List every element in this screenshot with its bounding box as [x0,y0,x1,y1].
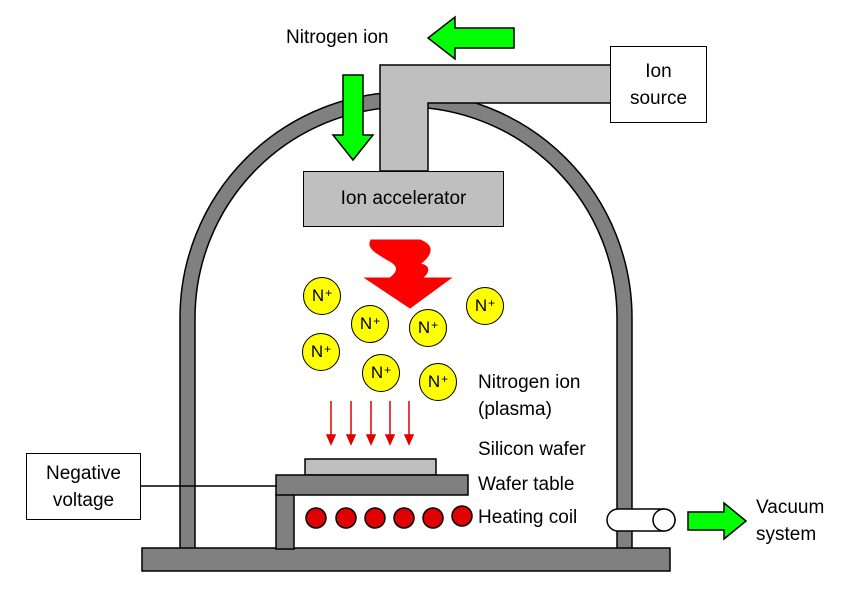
vacuum-arrow-icon [687,501,748,541]
wafer-table-label: Wafer table [478,474,575,495]
nitrogen-ion-particle: N+ [303,277,341,315]
ion-source-box: Ion source [610,46,707,123]
ion-beam-arrow-icon [363,239,453,309]
nitrogen-ion-particle: N+ [466,287,504,325]
ion-flow-down-arrow-icon [331,74,375,162]
nitrogen-ion-particle: N+ [351,305,389,343]
vacuum-system-label: Vacuum system [756,497,825,545]
plasma-label-line1: Nitrogen ion [478,372,581,393]
nitrogen-ion-particle: N+ [302,333,340,371]
ion-accelerator-box: Ion accelerator [303,171,504,227]
silicon-wafer [304,458,437,476]
heating-coil [305,505,473,529]
nitrogen-ion-particle: N+ [362,354,400,392]
base-plate [141,547,671,572]
negative-voltage-label: Negative voltage [46,462,121,511]
nitrogen-ion-particle: N+ [409,309,447,347]
implantation-arrows [325,401,415,446]
ion-source-label: Ion source [629,60,688,109]
ion-flow-left-arrow-icon [426,15,515,61]
nitrogen-ion-label: Nitrogen ion [286,27,389,48]
heating-coil-label: Heating coil [478,507,578,528]
negative-voltage-box: Negative voltage [26,453,141,520]
wafer-table-leg [275,493,295,550]
nitrogen-ion-particle: N+ [419,363,457,401]
wafer-table [275,474,469,496]
silicon-wafer-label: Silicon wafer [478,439,586,460]
plasma-label-line2: (plasma) [478,399,552,420]
ion-accelerator-label: Ion accelerator [340,188,467,209]
